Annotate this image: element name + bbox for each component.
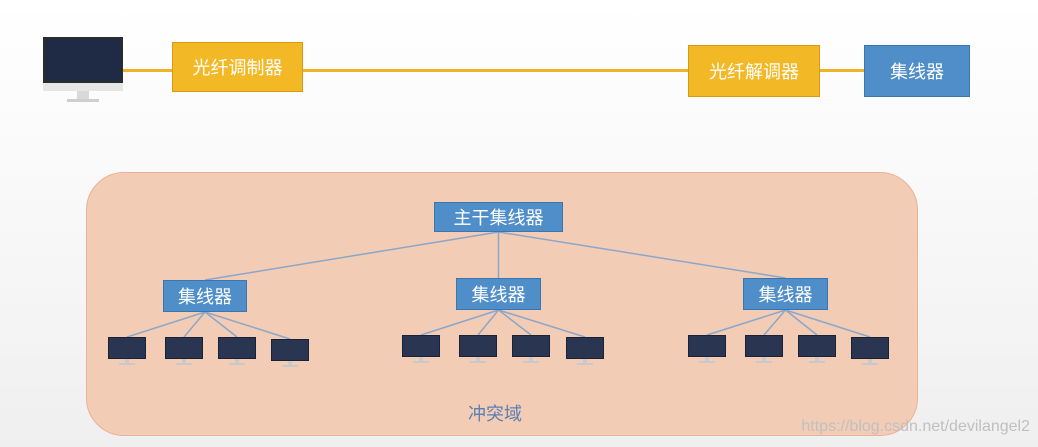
hub-to-computer-line bbox=[498, 309, 586, 338]
computer-icon bbox=[402, 335, 440, 367]
fiber-link-left bbox=[122, 69, 174, 72]
watermark: https://blog.csdn.net/devilangel2 bbox=[801, 418, 1030, 435]
fiber-link-main bbox=[303, 69, 689, 72]
fiber-link-right bbox=[819, 69, 865, 72]
hub-to-computer-line bbox=[477, 309, 500, 336]
hub-to-computer-line bbox=[126, 311, 206, 338]
trunk-line bbox=[498, 231, 786, 279]
collision-domain-label: 冲突域 bbox=[468, 404, 522, 425]
hub-to-computer-line bbox=[204, 311, 291, 340]
hub-to-computer-line bbox=[706, 309, 786, 336]
computer-icon bbox=[688, 335, 726, 367]
hub-top: 集线器 bbox=[864, 45, 970, 97]
main-hub: 主干集线器 bbox=[434, 202, 563, 232]
computer-icon bbox=[745, 335, 783, 367]
computer-icon bbox=[566, 337, 604, 369]
computer-icon bbox=[459, 335, 497, 367]
hub-to-computer-line bbox=[498, 309, 532, 336]
hub-right: 集线器 bbox=[743, 278, 828, 310]
hub-to-computer-line bbox=[204, 311, 238, 338]
computer-icon bbox=[165, 337, 203, 369]
hub-to-computer-line bbox=[763, 309, 787, 336]
hub-left: 集线器 bbox=[163, 280, 247, 312]
hub-to-computer-line bbox=[183, 311, 206, 338]
computer-icon bbox=[108, 337, 146, 369]
hub-to-computer-line bbox=[785, 309, 871, 338]
hub-center: 集线器 bbox=[456, 278, 541, 310]
computer-icon bbox=[851, 337, 889, 369]
computer-icon bbox=[512, 335, 550, 367]
computer-icon bbox=[798, 335, 836, 367]
optical-modulator: 光纤调制器 bbox=[172, 42, 303, 92]
hub-to-computer-line bbox=[420, 309, 499, 336]
hub-to-computer-line bbox=[785, 309, 818, 336]
optical-demodulator: 光纤解调器 bbox=[688, 45, 820, 97]
source-computer-icon bbox=[43, 37, 123, 105]
trunk-line bbox=[204, 231, 499, 281]
computer-icon bbox=[218, 337, 256, 369]
computer-icon bbox=[271, 339, 309, 371]
